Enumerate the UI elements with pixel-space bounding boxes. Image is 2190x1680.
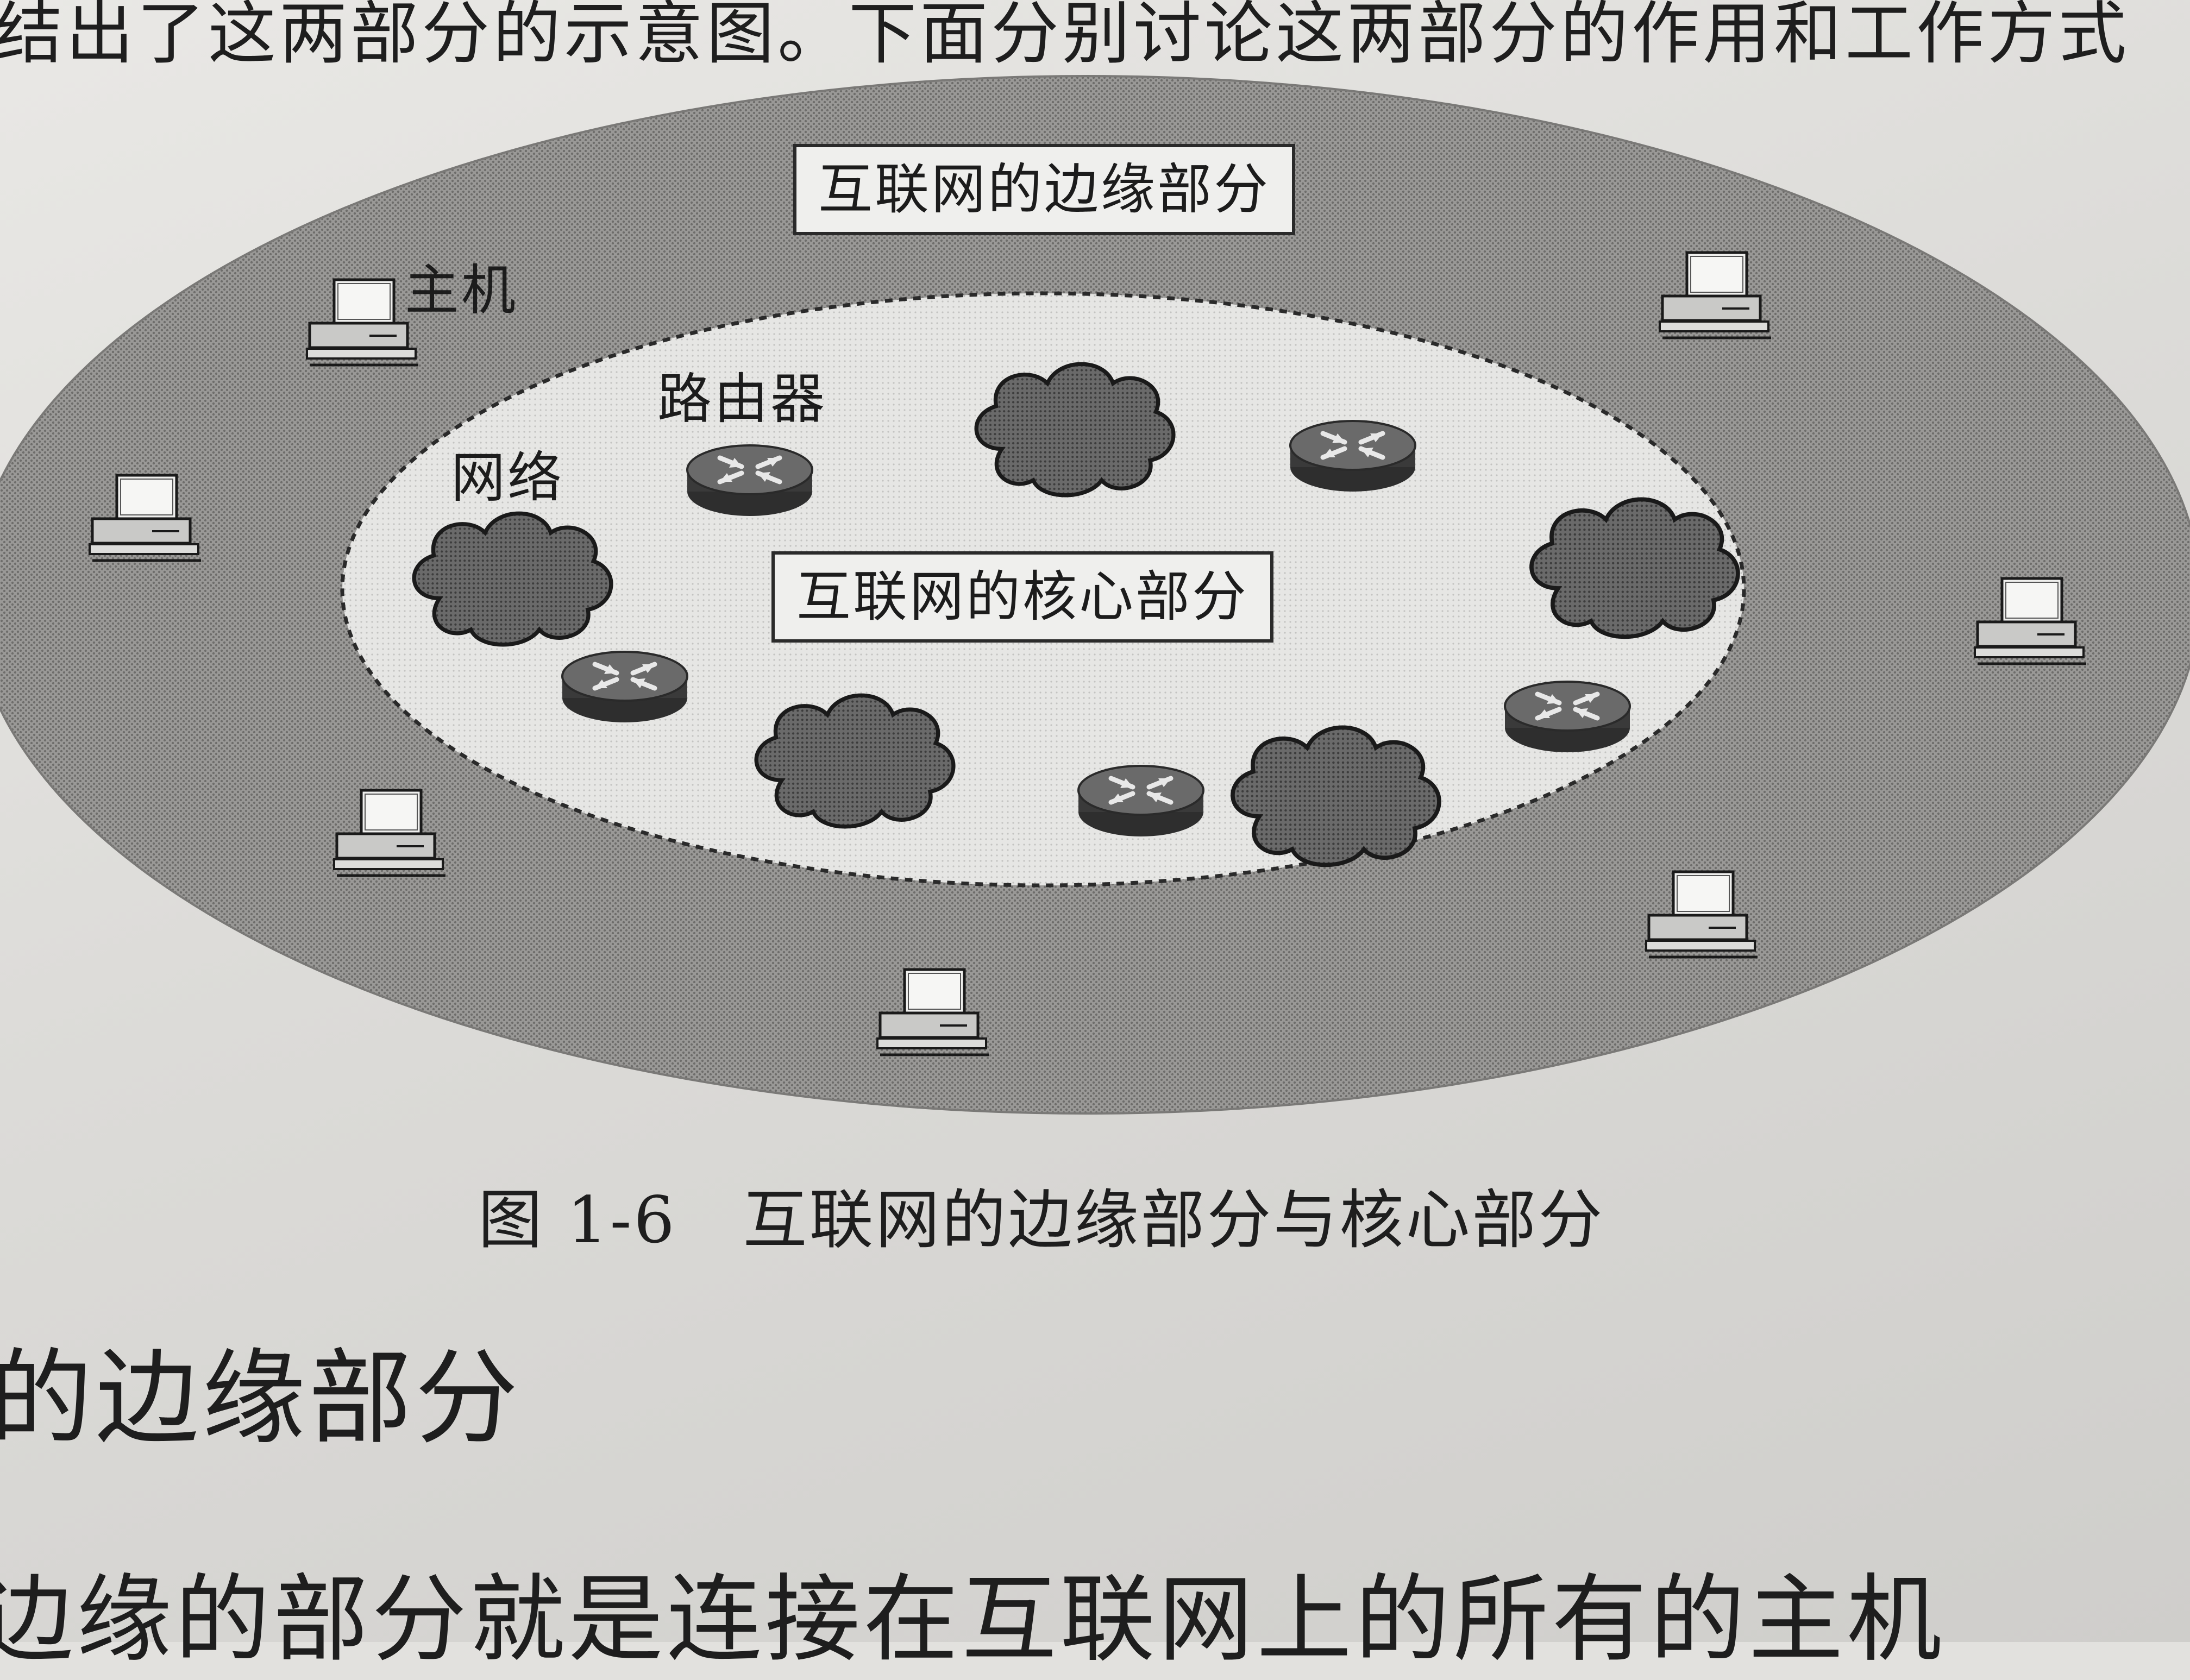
network-cloud-icon	[1233, 727, 1439, 865]
host-label: 主机	[405, 259, 518, 322]
router-icon	[687, 445, 812, 516]
edge-part-label: 互联网的边缘部分	[793, 144, 1295, 235]
network-label: 网络	[451, 446, 564, 509]
network-cloud-icon	[756, 695, 953, 827]
figure-caption: 图 1-6 互联网的边缘部分与核心部分	[478, 1182, 1605, 1257]
router-icon	[562, 652, 687, 722]
section-heading: 的边缘部分	[0, 1338, 522, 1458]
core-part-label: 互联网的核心部分	[771, 551, 1273, 643]
router-icon	[1078, 766, 1203, 836]
router-icon	[1505, 682, 1630, 752]
body-text-line: 边缘的部分就是连接在互联网上的所有的主机	[0, 1565, 1945, 1675]
network-cloud-icon	[414, 513, 611, 645]
network-cloud-icon	[1532, 499, 1738, 637]
top-text-line: 结出了这两部分的示意图。下面分别讨论这两部分的作用和工作方式	[0, 0, 2130, 73]
router-icon	[1290, 421, 1415, 492]
network-cloud-icon	[976, 364, 1174, 495]
router-label: 路由器	[657, 367, 827, 431]
